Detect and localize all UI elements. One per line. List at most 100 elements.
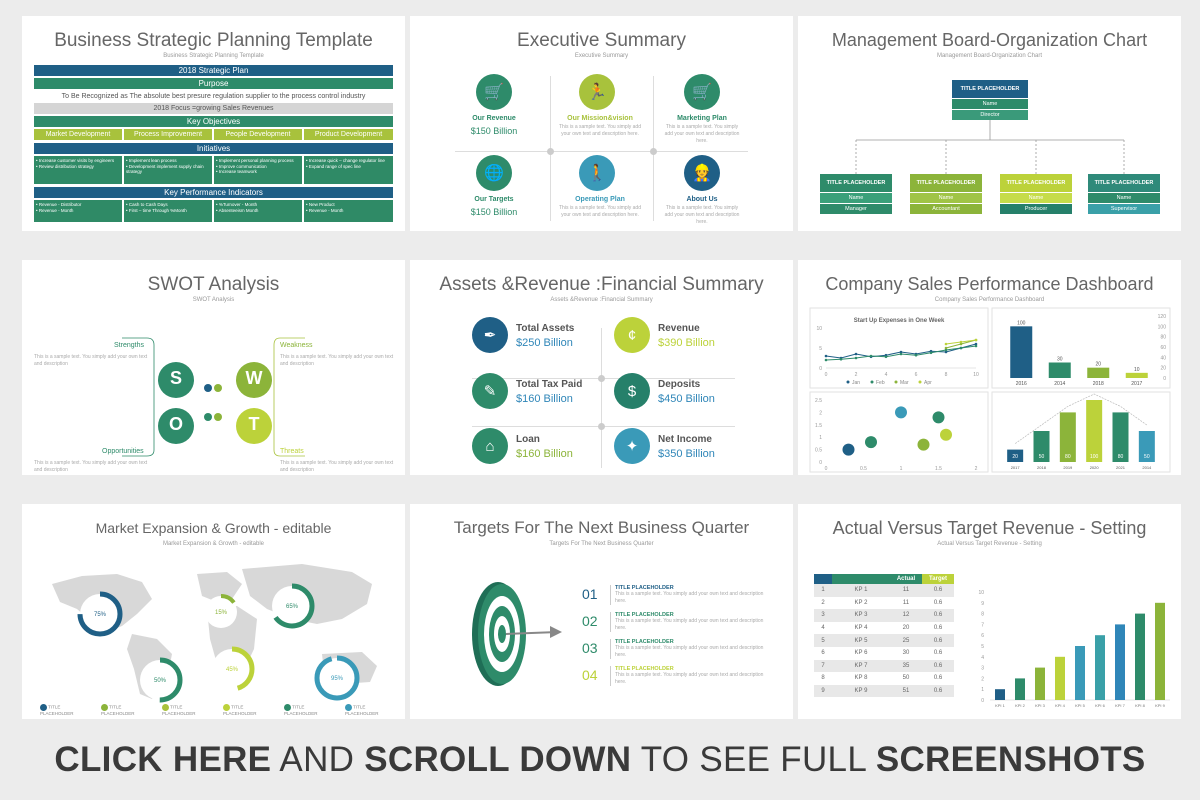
objective-cell: Process Improvement <box>124 129 212 140</box>
slide-market-expansion[interactable]: Market Expansion & Growth - editable Mar… <box>22 504 405 719</box>
kpi-header: Key Performance Indicators <box>34 187 393 198</box>
bar-label: 10 <box>1134 367 1140 373</box>
item-desc: This is a sample text. You simply add yo… <box>664 124 740 144</box>
map-percent: 45% <box>226 667 239 673</box>
y-tick: 1 <box>819 435 822 441</box>
cta-to-see: TO SEE FULL <box>640 740 866 779</box>
target-title: TITLE PLACEHOLDER <box>615 639 674 645</box>
table-cell: 0.6 <box>933 650 943 657</box>
line-point <box>929 351 933 355</box>
org-top-title: TITLE PLACEHOLDER <box>952 80 1028 98</box>
target-title: TITLE PLACEHOLDER <box>615 612 674 618</box>
y-tick: 100 <box>1158 324 1167 330</box>
legend-marker <box>918 380 922 384</box>
y-tick: 10 <box>978 590 984 596</box>
x-tick: 8 <box>945 372 948 378</box>
x-tick: KPI 3 <box>1035 703 1046 708</box>
legend-item: TITLE PLACEHOLDER <box>40 704 74 716</box>
x-tick: KPI 8 <box>1135 703 1146 708</box>
slide-executive-summary[interactable]: Executive Summary Executive Summary 🛒 Ou… <box>410 16 793 231</box>
table-cell: KP 3 <box>854 612 868 619</box>
x-tick: 6 <box>915 372 918 378</box>
y-tick: 1 <box>981 687 984 693</box>
line-point <box>884 355 888 359</box>
table-cell: KP 6 <box>854 650 868 657</box>
table-cell: KP 4 <box>854 625 868 632</box>
bar-label: 80 <box>1118 454 1124 460</box>
table-cell: 11 <box>902 587 910 594</box>
slide-swot[interactable]: SWOT Analysis SWOT Analysis S W O T Stre… <box>22 260 405 475</box>
line-point <box>959 340 963 344</box>
legend-label: Mar <box>900 380 909 386</box>
table-cell: 0.6 <box>933 599 943 606</box>
x-tick: 2018 <box>1093 381 1104 387</box>
legend-item: TITLE PLACEHOLDER <box>345 704 379 716</box>
legend-item: TITLE PLACEHOLDER <box>101 704 135 716</box>
x-tick: 1 <box>900 466 903 472</box>
item-label: Marketing Plan <box>677 115 727 122</box>
y-tick: 5 <box>981 644 984 650</box>
slide-strategic-planning[interactable]: Business Strategic Planning Template Bus… <box>22 16 405 231</box>
bar-label: 50 <box>1144 454 1150 460</box>
slide-financial-summary[interactable]: Assets &Revenue :Financial Summary Asset… <box>410 260 793 475</box>
scatter-point <box>865 436 877 449</box>
slide-targets[interactable]: Targets For The Next Business Quarter Ta… <box>410 504 793 719</box>
swot-frame <box>122 337 305 457</box>
bar <box>1095 635 1105 700</box>
cta-click-here[interactable]: CLICK HERE <box>54 740 272 779</box>
bar <box>1075 646 1085 700</box>
bank-icon: ⌂ <box>472 428 508 464</box>
target-title: TITLE PLACEHOLDER <box>615 585 674 591</box>
divider-dot <box>547 148 554 155</box>
legend-item: TITLE PLACEHOLDER <box>223 704 257 716</box>
line-point <box>959 342 963 346</box>
slide-subtitle: Executive Summary <box>574 53 629 59</box>
opportunities-label: Opportunities <box>102 448 144 455</box>
x-tick: 2017 <box>1011 465 1021 470</box>
org-child-name: Name <box>1088 193 1160 203</box>
legend-marker <box>894 380 898 384</box>
bar <box>1059 412 1076 462</box>
table-cell: 0.6 <box>933 637 943 644</box>
scatter-point <box>895 406 907 419</box>
y-tick: 3 <box>981 666 984 672</box>
cta-banner[interactable]: CLICK HERE AND SCROLL DOWN TO SEE FULL S… <box>0 740 1200 780</box>
table-cell: 20 <box>902 625 910 632</box>
x-tick: 10 <box>973 372 979 378</box>
plan-header: 2018 Strategic Plan <box>34 65 393 76</box>
target-item: TITLE PLACEHOLDER This is a sample text.… <box>610 585 770 605</box>
initiative-box: • Implement lean process • Development i… <box>124 156 212 184</box>
slide-actual-vs-target[interactable]: Actual Versus Target Revenue - Setting A… <box>798 504 1181 719</box>
initiative-box: • Increase customer visits by engineers … <box>34 156 122 184</box>
slide-sales-dashboard[interactable]: Company Sales Performance Dashboard Comp… <box>798 260 1181 475</box>
purpose-text: To Be Recognized as The absolute best pr… <box>34 91 393 102</box>
item-value: $150 Billion <box>470 207 518 217</box>
slide-org-chart[interactable]: Management Board-Organization Chart Mana… <box>798 16 1181 231</box>
slide-title: Company Sales Performance Dashboard <box>825 274 1154 294</box>
table-cell: 0.6 <box>933 612 943 619</box>
x-tick: 2020 <box>1090 465 1100 470</box>
line-point <box>899 350 903 354</box>
strengths-label: Strengths <box>114 342 144 349</box>
table-cell: 8 <box>821 675 825 682</box>
scatter-point <box>917 438 930 451</box>
line-point <box>959 346 963 350</box>
globe-icon: 🌐 <box>476 155 512 191</box>
fin-label: Net Income <box>658 434 712 445</box>
x-tick: 2014 <box>1142 465 1152 470</box>
swot-letter-w: W <box>245 368 263 388</box>
slide-title: Actual Versus Target Revenue - Setting <box>832 518 1147 538</box>
line-point <box>944 348 948 352</box>
x-tick: KPI 4 <box>1055 703 1066 708</box>
table-cell: 0.6 <box>933 662 943 669</box>
divider-dot <box>650 148 657 155</box>
fin-label: Total Tax Paid <box>516 379 583 390</box>
coins-icon: ¢ <box>614 317 650 353</box>
x-tick: 1.5 <box>935 466 942 472</box>
x-tick: 2019 <box>1063 465 1073 470</box>
y-tick: 1.5 <box>815 423 822 429</box>
table-cell: 1 <box>821 587 825 594</box>
y-tick: 120 <box>1158 314 1167 320</box>
